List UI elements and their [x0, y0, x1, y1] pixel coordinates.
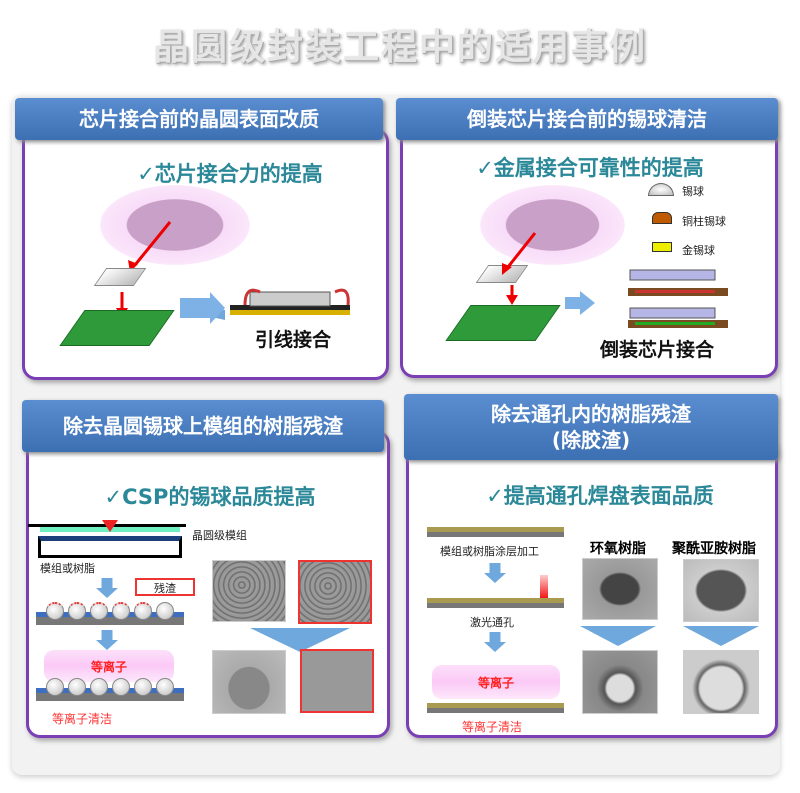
wafer-image: [100, 185, 250, 265]
panel-subtitle: ✓提高通孔焊盘表面品质: [486, 484, 714, 508]
panel-subtitle: ✓CSP的锡球品质提高: [104, 485, 316, 509]
down-triangle-icon: [580, 626, 656, 646]
panel-subtitle: ✓金属接合可靠性的提高: [476, 156, 704, 180]
clean-label: 等离子清洁: [52, 712, 113, 726]
page-title: 晶圆级封装工程中的适用事例: [152, 27, 647, 68]
legend-label: 锡球: [682, 185, 704, 198]
panel-header: 除去晶圆锡球上模组的树脂残渣: [22, 400, 384, 452]
result-label: 引线接合: [255, 329, 332, 351]
gold-bump-icon: [652, 242, 672, 252]
copper-pillar-icon: [652, 212, 672, 224]
result-label: 倒装芯片接合: [600, 339, 715, 361]
coated-substrate: [427, 527, 564, 537]
legend-label: 铜柱锡球: [682, 215, 726, 228]
legend-label: 金锡球: [682, 244, 715, 257]
polyimide-label: 聚酰亚胺树脂: [672, 541, 756, 557]
sem-polyimide-after: [683, 650, 759, 714]
down-arrow-icon: [96, 578, 118, 598]
panel-subtitle: ✓芯片接合力的提高: [137, 162, 323, 186]
sem-before-zoom: [298, 560, 372, 624]
laser-label: 激光通孔: [470, 616, 514, 629]
panel-header: 除去通孔内的树脂残渣 (除胶渣): [404, 394, 778, 460]
sem-epoxy-after: [582, 650, 658, 714]
cleaned-substrate: [427, 703, 564, 713]
down-triangle-icon: [250, 628, 350, 652]
drilled-substrate: [427, 598, 564, 608]
module-label: 晶圆级模组: [192, 529, 247, 542]
sem-after: [212, 650, 286, 714]
residue-label: 残渣: [135, 578, 195, 596]
resin-label: 模组或树脂: [40, 562, 95, 575]
clean-label: 等离子清洁: [462, 720, 523, 734]
header-line: (除胶渣): [551, 428, 631, 452]
down-arrow-icon: [484, 563, 506, 583]
plasma-label: 等离子: [432, 665, 560, 699]
sem-epoxy-before: [582, 558, 658, 620]
laser-beam-icon: [540, 575, 548, 601]
module-cross-section: [38, 536, 182, 558]
down-triangle-icon: [683, 626, 759, 646]
down-arrow-icon: [484, 632, 506, 652]
sem-polyimide-before: [683, 559, 759, 622]
wafer-strip-residue: [36, 602, 184, 625]
header-line: 除去通孔内的树脂残渣: [491, 402, 691, 426]
sem-before: [212, 560, 286, 622]
sem-after-zoom: [300, 649, 374, 713]
flip-chip-illustration: [502, 232, 728, 328]
panel-header: 芯片接合前的晶圆表面改质: [15, 98, 383, 140]
wafer-image: [480, 185, 625, 265]
panel-header: 倒装芯片接合前的锡球清洁: [396, 98, 778, 140]
coating-label: 模组或树脂涂层加工: [440, 545, 539, 558]
plasma-label: 等离子: [44, 650, 174, 682]
down-arrow-icon: [96, 630, 118, 650]
wafer-strip-clean: [36, 678, 184, 701]
die-attach-illustration: [116, 221, 350, 324]
epoxy-label: 环氧树脂: [590, 541, 646, 557]
